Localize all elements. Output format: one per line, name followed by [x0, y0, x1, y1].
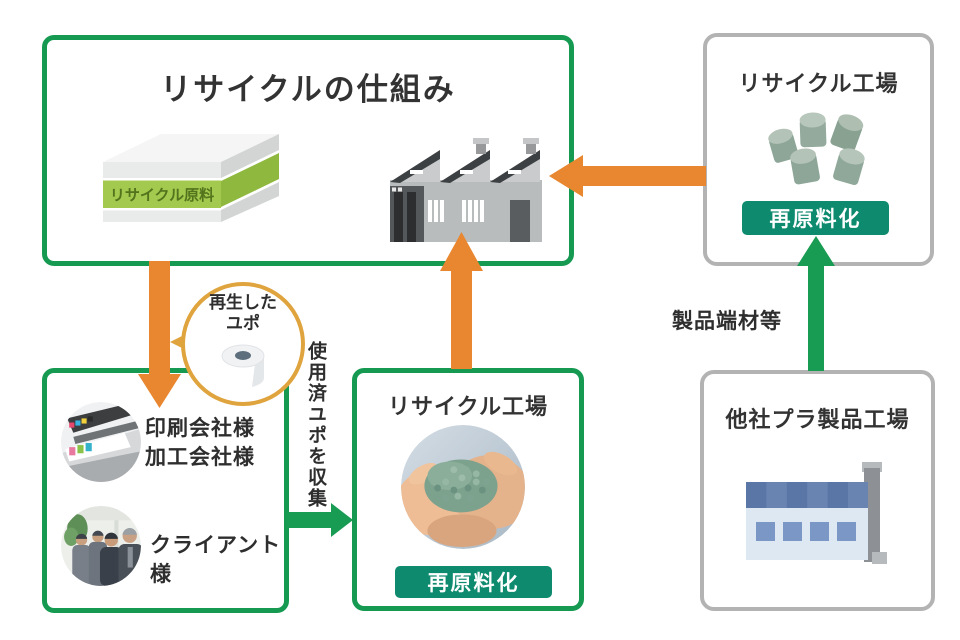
yupo-roll-icon — [221, 344, 265, 388]
printing-company-label: 印刷会社様 加工会社様 — [145, 414, 255, 472]
factory-icon — [390, 138, 542, 242]
package-band-label: リサイクル原料 — [110, 186, 214, 204]
bubble-line2: ユポ — [226, 314, 260, 334]
pellets-hand-photo — [401, 425, 525, 549]
recycle-plant-center-box: リサイクル工場 — [352, 368, 584, 611]
recycled-yupo-bubble: 再生した ユポ — [181, 282, 305, 406]
bubble-line1: 再生した — [209, 293, 277, 313]
recycle-plant-center-title: リサイクル工場 — [388, 395, 548, 420]
recycle-plant-top-title: リサイクル工場 — [738, 72, 899, 97]
page-title: リサイクルの仕組み — [160, 72, 456, 108]
client-photo — [61, 506, 141, 586]
partners-box: 印刷会社様 加工会社様 — [42, 368, 289, 613]
bubble-text: 再生した ユポ — [185, 293, 301, 335]
recycle-plant-top-box: リサイクル工場 再原料化 — [703, 33, 934, 266]
printing-company-photo — [61, 402, 141, 482]
plastic-factory-icon — [746, 462, 887, 564]
rematerialize-badge-center: 再原料化 — [395, 566, 552, 598]
rematerialize-badge-top: 再原料化 — [742, 201, 889, 235]
pellets-icon — [768, 112, 865, 186]
recycled-material-package-icon: リサイクル原料 — [103, 134, 279, 222]
client-label: クライアント様 — [150, 533, 282, 586]
main-scheme-box: リサイクルの仕組み リサイクル原料 — [42, 35, 574, 266]
processing-company-line2: 加工会社様 — [145, 445, 255, 469]
other-factory-box: 他社プラ製品工場 — [700, 370, 935, 611]
scrap-flow-label: 製品端材等 — [672, 309, 782, 333]
other-factory-title: 他社プラ製品工場 — [725, 408, 910, 433]
printing-company-line1: 印刷会社様 — [145, 416, 255, 440]
collect-flow-label: 使用済ユポを収集 — [305, 341, 327, 509]
